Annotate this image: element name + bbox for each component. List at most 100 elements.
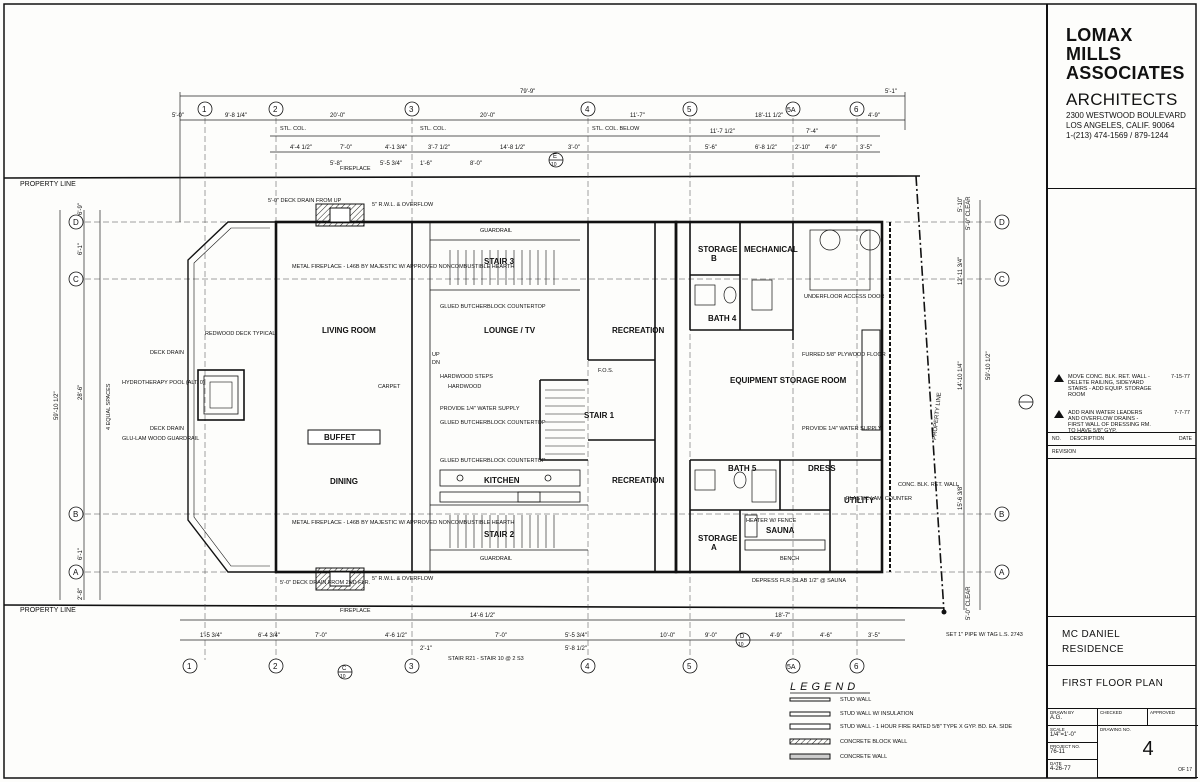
project-no-label: PROJECT NO. xyxy=(1050,744,1081,749)
dim-d7: 5'-8" xyxy=(330,161,342,167)
butcherblock-note-1: GLUED BUTCHERBLOCK COUNTERTOP xyxy=(440,304,546,310)
drawn-by-cell: DRAWN BY A.G. xyxy=(1048,709,1098,726)
firebrick-note-1: FIREPLACE xyxy=(340,166,371,172)
revision-delta-icon xyxy=(1054,410,1064,418)
dim-b2: 6'-4 3/4" xyxy=(258,633,280,639)
dim-left-top: 5'-0" xyxy=(172,113,184,119)
grid-bubbles-top xyxy=(197,101,865,117)
grid-top-1: 1 xyxy=(202,105,207,114)
guardrail-note-1: GUARDRAIL xyxy=(480,228,512,234)
butcherblock-note-3: GLUED BUTCHERBLOCK COUNTERTOP xyxy=(440,458,546,464)
dim-bay-4-5: 11'-7" xyxy=(630,113,645,119)
title-block: LOMAX MILLS ASSOCIATES ARCHITECTS 2300 W… xyxy=(1046,4,1198,778)
section-tag-c-sheet: 10 xyxy=(340,674,346,680)
stair-3-treads xyxy=(449,250,555,285)
dim-bay-5a-6: 7'-4" xyxy=(806,129,818,135)
redwood-deck xyxy=(187,221,276,573)
dim-d11: 4'-9" xyxy=(825,145,837,151)
approved-cell: APPROVED xyxy=(1148,709,1198,726)
storage-cabinet xyxy=(861,329,881,431)
room-label-dining: DINING xyxy=(330,477,358,486)
dim-v2: 28'-6" xyxy=(78,385,84,400)
dim-b9: 9'-0" xyxy=(705,633,717,639)
drawing-info-grid: DRAWN BY A.G. CHECKED APPROVED SCALE 1/4… xyxy=(1048,708,1198,778)
dim-bay-5-6: 18'-11 1/2" xyxy=(755,113,783,119)
set-pipe-note: SET 1" PIPE W/ TAG L.S. 2743 xyxy=(946,632,1023,638)
fireplace-top-note: METAL FIREPLACE - L46B BY MAJESTIC W/ AP… xyxy=(292,264,514,270)
revision-item-2: ADD RAIN WATER LEADERS AND OVERFLOW DRAI… xyxy=(1054,410,1194,434)
column-grid-lines xyxy=(85,118,1000,660)
dim-overall-depth-right: 59'-10 1/2" xyxy=(986,351,992,380)
room-label-storage-b-letter: B xyxy=(711,254,717,263)
glu-lam-note: GLU-LAM WOOD GUARDRAIL xyxy=(122,436,199,442)
revision-1-text: MOVE CONC. BLK. RET. WALL - DELETE RAILI… xyxy=(1068,374,1152,398)
room-label-recreation-upper: RECREATION xyxy=(612,326,665,335)
section-tag-e-sheet: 10 xyxy=(551,162,557,168)
dim-v10: 5'-10" xyxy=(958,197,964,212)
room-label-bath-4: BATH 4 xyxy=(708,314,737,323)
property-corner-marker xyxy=(941,609,947,615)
bottom-dimension-lines xyxy=(180,619,905,641)
dress-water-note: PROVIDE 1/4" WATER SUPPLY xyxy=(802,426,882,432)
scale-value: 1/4"=1'-0" xyxy=(1050,732,1076,738)
dim-overall-depth-left: 59'-10 1/2" xyxy=(54,391,60,420)
dim-d13: 5'-5 3/4" xyxy=(380,161,402,167)
room-label-bath-5: BATH 5 xyxy=(728,464,757,473)
grid-left-b: B xyxy=(73,510,78,519)
project-block: MC DANIEL RESIDENCE FIRST FLOOR PLAN xyxy=(1048,616,1196,709)
dim-d1: 4'-4 1/2" xyxy=(290,145,312,151)
plastic-lam-note: PLASTIC LAM. COUNTER xyxy=(846,496,912,502)
room-label-sauna: SAUNA xyxy=(766,526,795,535)
drawing-no-value: 4 xyxy=(1142,738,1154,760)
room-label-stair-2: STAIR 2 xyxy=(484,530,515,539)
sheet-border xyxy=(3,3,1197,779)
date-cell: DATE 4-26-77 xyxy=(1048,760,1098,778)
grid-bottom-1: 1 xyxy=(187,662,192,671)
firm-phone: 1-(213) 474-1569 / 879-1244 xyxy=(1066,131,1169,140)
legend-item-stud-wall: STUD WALL xyxy=(840,697,871,703)
hardwood-steps-note: HARDWOOD STEPS xyxy=(440,374,493,380)
hydrotherapy-pool xyxy=(197,369,245,421)
dim-v7: 12'-11 3/4" xyxy=(958,257,964,285)
bath-fixtures xyxy=(694,229,881,503)
hydrotherapy-note: HYDROTHERAPY POOL (ALT. 0) xyxy=(122,380,205,386)
revision-2-date: 7-7-77 xyxy=(1174,410,1190,416)
dim-d6: 3'-0" xyxy=(568,145,580,151)
dim-d8: 5'-6" xyxy=(705,145,717,151)
dim-v4: 6'-9" xyxy=(78,203,84,215)
grid-right-c: C xyxy=(999,275,1005,284)
clear-bottom-label: 5'-0" CLEAR xyxy=(966,586,972,620)
left-dimension-lines xyxy=(59,210,101,600)
grid-bottom-2: 2 xyxy=(273,662,278,671)
dim-side-right: 5'-1" xyxy=(885,89,897,95)
firm-name-line-2: MILLS xyxy=(1066,44,1122,64)
revision-block: MOVE CONC. BLK. RET. WALL - DELETE RAILI… xyxy=(1048,188,1196,434)
stair-1-treads xyxy=(545,389,585,455)
section-tag-c-letter: C xyxy=(342,666,347,672)
legend-title: LEGEND xyxy=(790,681,859,693)
dim-d9: 6'-8 1/2" xyxy=(755,145,777,151)
property-line-top-label: PROPERTY LINE xyxy=(20,181,76,188)
dim-b6: 7'-0" xyxy=(495,633,507,639)
legend-item-fire-rated: STUD WALL - 1 HOUR FIRE RATED 5/8" TYPE … xyxy=(840,724,1012,730)
room-label-buffet: BUFFET xyxy=(324,433,356,442)
grid-bottom-6: 6 xyxy=(854,662,859,671)
grid-top-2: 2 xyxy=(273,105,278,114)
grid-left-d: D xyxy=(73,218,79,227)
dn-note: DN xyxy=(432,360,440,366)
water-supply-note: PROVIDE 1/4" WATER SUPPLY xyxy=(440,406,520,412)
overflow-note-1: 5" R.W.L. & OVERFLOW xyxy=(372,202,434,208)
chimney-bottom-note: 5'-0" DECK DRAIN FROM 2ND FLR. xyxy=(280,580,371,586)
property-line-right-label: PROPERTY LINE xyxy=(932,392,943,440)
grid-bubbles-bottom xyxy=(182,658,865,674)
revision-header: NO. DESCRIPTION DATE REVISION xyxy=(1048,432,1196,459)
access-door-note: UNDERFLOOR ACCESS DOOR xyxy=(804,294,884,300)
dim-d2: 7'-0" xyxy=(340,145,352,151)
chimney-top-note: 5'-0" DECK DRAIN FROM UP xyxy=(268,198,342,204)
room-label-storage-a-letter: A xyxy=(711,543,717,552)
interior-walls xyxy=(411,222,882,572)
dim-b15: 3'-5" xyxy=(868,633,880,639)
dim-d14: 8'-0" xyxy=(470,161,482,167)
